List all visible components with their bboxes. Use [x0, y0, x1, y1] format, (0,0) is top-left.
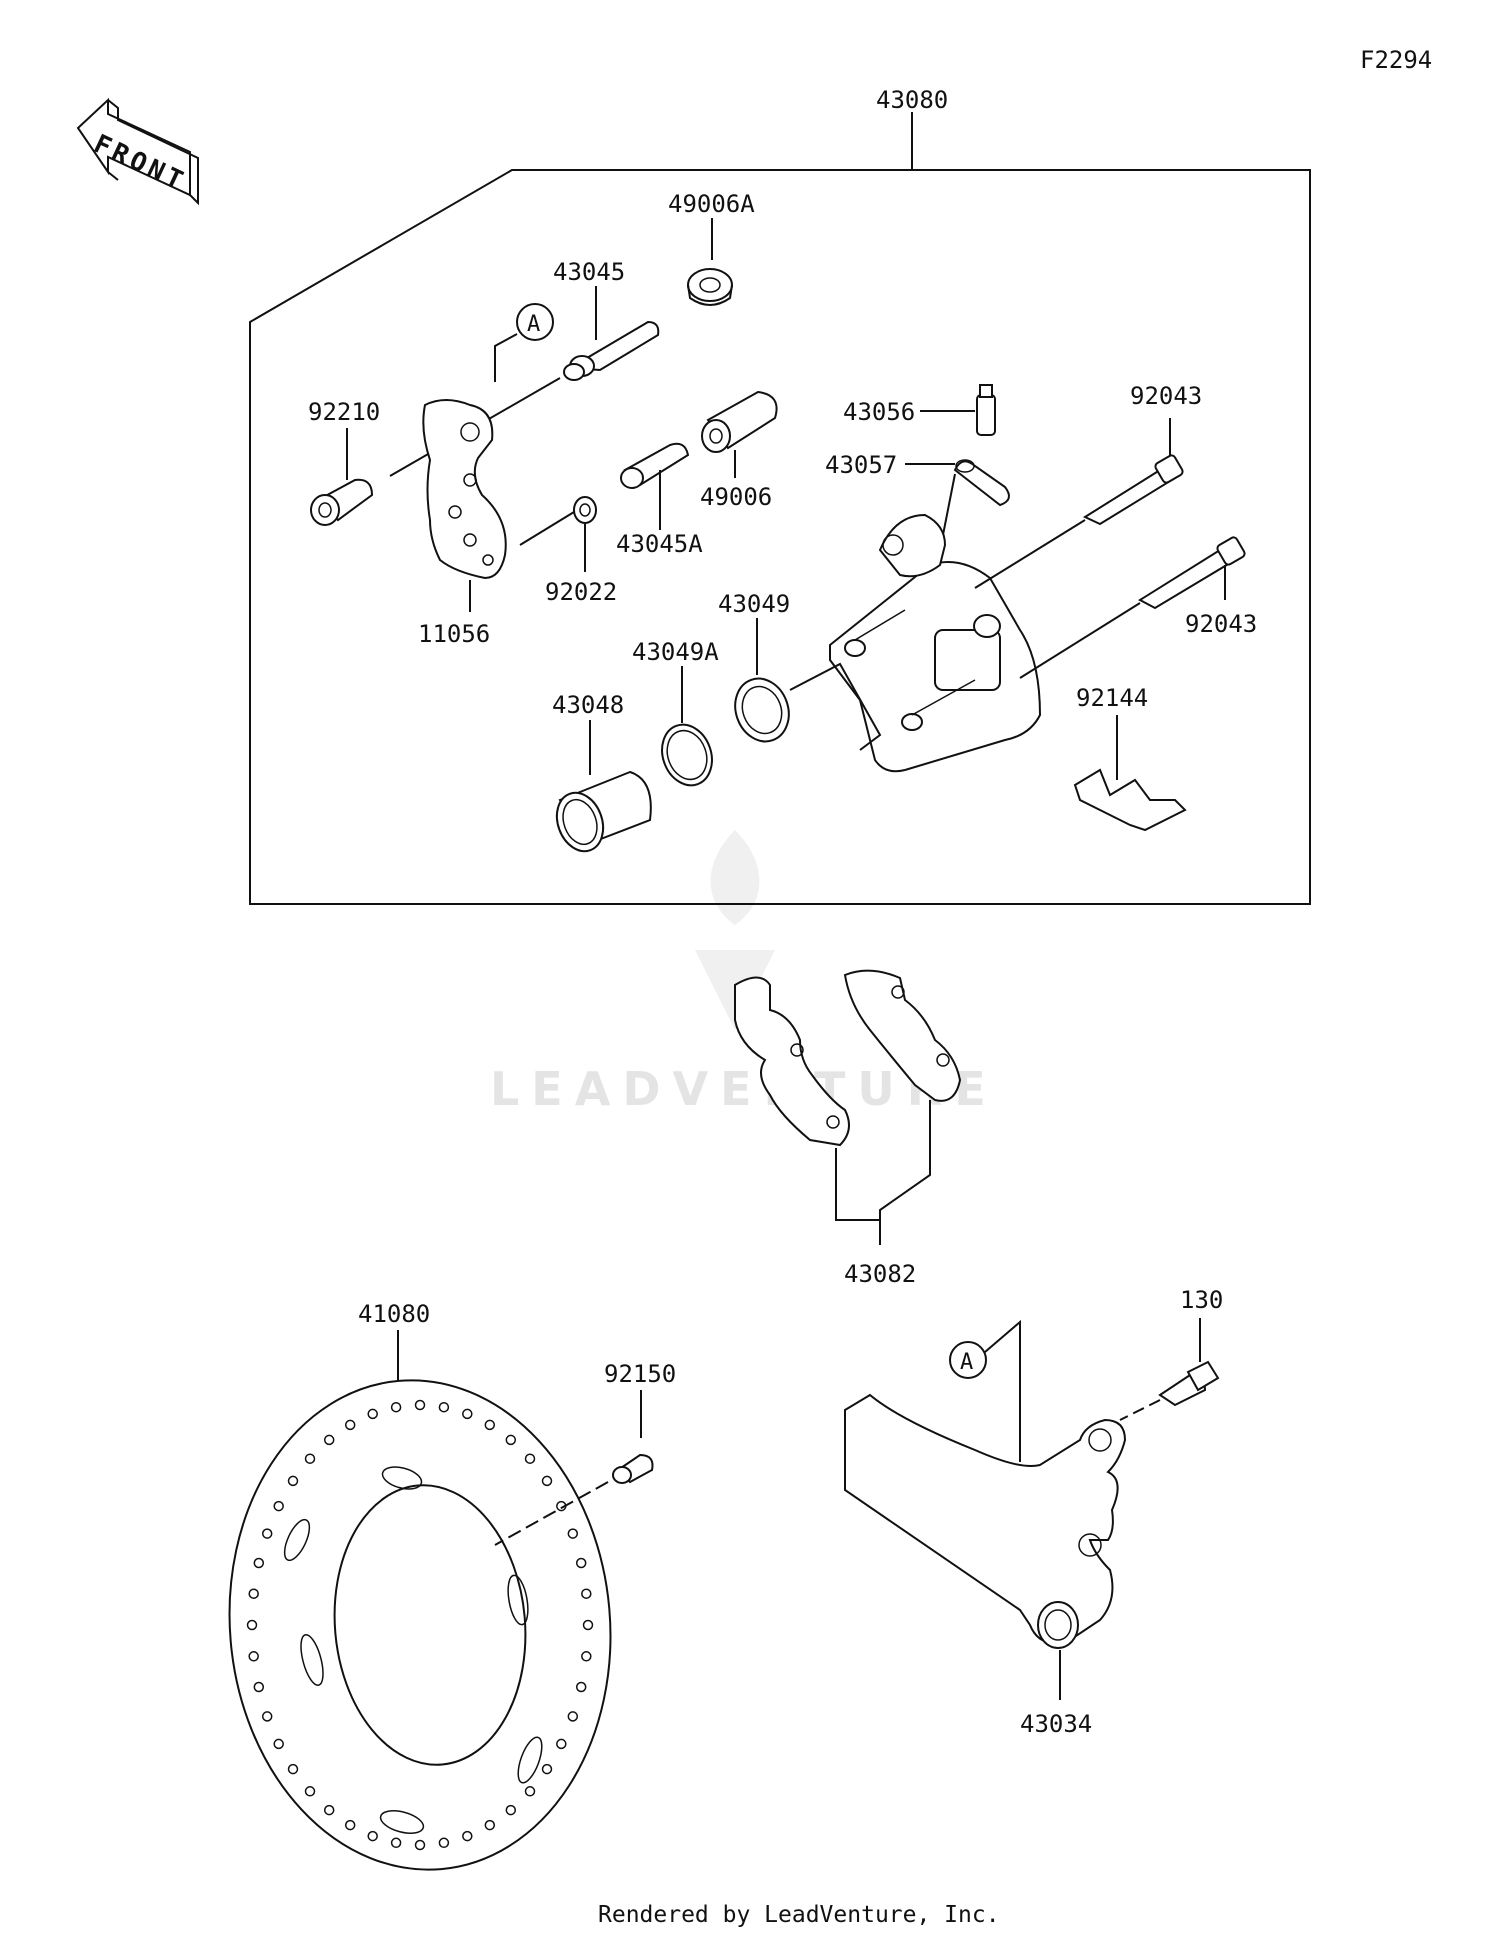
part-43057	[905, 459, 1010, 541]
label-11056: 11056	[418, 620, 490, 648]
disc-hole	[287, 1763, 299, 1775]
disc-hole	[304, 1786, 316, 1797]
part-92043-top	[974, 418, 1184, 589]
label-43080: 43080	[876, 86, 948, 114]
disc-hole	[287, 1475, 299, 1487]
disc-hole	[344, 1419, 356, 1431]
front-arrow-icon: FRONT	[76, 97, 199, 206]
disc-hole	[261, 1711, 273, 1722]
part-43048	[555, 720, 652, 853]
disc-hole	[414, 1839, 426, 1851]
disc-hole	[261, 1528, 273, 1539]
disc-hole	[541, 1475, 553, 1487]
disc-hole	[524, 1786, 536, 1797]
disc-hole	[541, 1763, 553, 1775]
callout-a-top: A	[494, 303, 554, 382]
part-49006A	[687, 218, 733, 306]
label-130: 130	[1180, 1286, 1223, 1314]
disc-hole	[581, 1588, 592, 1599]
label-43082: 43082	[844, 1260, 916, 1288]
label-92144: 92144	[1076, 684, 1148, 712]
disc-hole	[323, 1434, 335, 1446]
disc-hole	[253, 1681, 265, 1693]
disc-hole	[505, 1804, 517, 1816]
label-49006A: 49006A	[668, 190, 755, 218]
part-130	[1119, 1318, 1220, 1421]
disc-hole	[575, 1681, 587, 1693]
label-92210: 92210	[308, 398, 380, 426]
disc-hole	[390, 1837, 402, 1849]
label-92022: 92022	[545, 578, 617, 606]
disc-hole	[246, 1619, 258, 1631]
disc-hole	[524, 1453, 536, 1464]
label-92043-bottom: 92043	[1185, 610, 1257, 638]
disc-hole	[438, 1401, 450, 1413]
part-43049A	[661, 666, 713, 787]
disc-hole	[567, 1528, 579, 1539]
part-92210	[310, 428, 374, 526]
disc-hole	[367, 1830, 378, 1842]
disc-hole	[248, 1651, 259, 1662]
label-43034: 43034	[1020, 1710, 1092, 1738]
label-43049: 43049	[718, 590, 790, 618]
part-92150	[494, 1390, 654, 1546]
label-43049A: 43049A	[632, 638, 719, 666]
disc-hole	[462, 1830, 473, 1842]
part-92043-bottom	[1019, 536, 1246, 679]
label-43045: 43045	[553, 258, 625, 286]
part-41080-disc	[228, 1330, 612, 1871]
disc-hole	[556, 1738, 567, 1750]
disc-hole	[438, 1837, 450, 1849]
label-43048: 43048	[552, 691, 624, 719]
disc-hole	[575, 1557, 587, 1569]
label-43057: 43057	[825, 451, 897, 479]
disc-hole	[304, 1453, 316, 1464]
disc-hole	[581, 1651, 592, 1662]
disc-hole	[484, 1819, 496, 1831]
label-43056: 43056	[843, 398, 915, 426]
label-43045A: 43045A	[616, 530, 703, 558]
label-92150: 92150	[604, 1360, 676, 1388]
part-11056	[422, 399, 507, 612]
callout-a-letter-bottom: A	[960, 1350, 973, 1375]
disc-holes	[246, 1399, 594, 1851]
disc-hole	[273, 1500, 284, 1512]
diagram-code: F2294	[1360, 46, 1432, 74]
disc-hole	[323, 1804, 335, 1816]
disc-hole	[414, 1399, 426, 1411]
part-caliper-body	[829, 513, 1042, 773]
callout-a-letter: A	[527, 312, 540, 337]
disc-hole	[390, 1401, 402, 1413]
disc-hole	[344, 1819, 356, 1831]
disc-hole	[367, 1408, 378, 1420]
disc-hole	[462, 1408, 473, 1420]
part-43056	[920, 384, 996, 436]
part-49006	[701, 390, 778, 478]
disc-hole	[582, 1619, 594, 1631]
part-92144	[1073, 715, 1187, 832]
disc-hole	[484, 1419, 496, 1431]
part-92022	[519, 496, 597, 572]
part-43034-bracket	[844, 1393, 1127, 1700]
disc-hole	[253, 1557, 265, 1569]
label-92043-top: 92043	[1130, 382, 1202, 410]
part-43045A	[620, 442, 690, 530]
label-41080: 41080	[358, 1300, 430, 1328]
assembly-frame	[249, 112, 1311, 905]
disc-hole	[505, 1434, 517, 1446]
part-43049	[734, 618, 882, 751]
callout-a-bottom: A	[949, 1319, 1021, 1462]
disc-hole	[248, 1588, 259, 1599]
disc-hole	[567, 1711, 579, 1722]
part-43082-pads	[734, 969, 962, 1245]
part-43045	[389, 286, 660, 477]
disc-hole	[273, 1738, 284, 1750]
footer-credit: Rendered by LeadVenture, Inc.	[598, 1902, 1000, 1928]
label-49006: 49006	[700, 483, 772, 511]
